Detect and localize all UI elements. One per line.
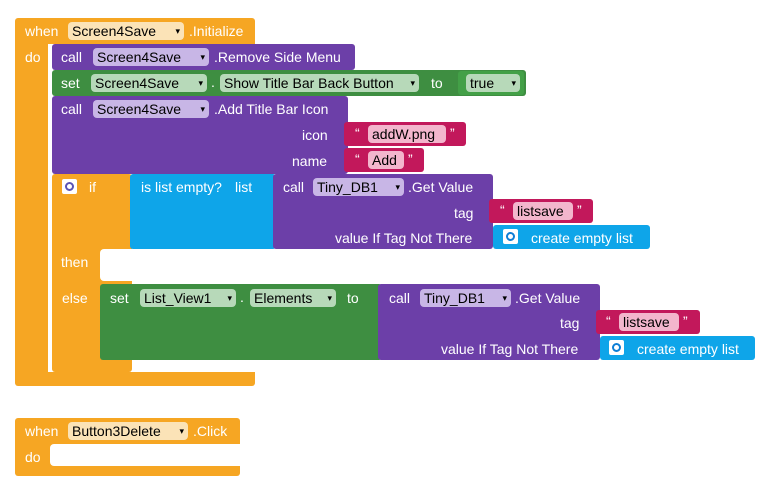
- text-value-name[interactable]: Add: [368, 151, 404, 169]
- property-name: Show Title Bar Back Button: [224, 75, 394, 91]
- text-value: addW.png: [372, 126, 436, 142]
- component-dropdown-screen[interactable]: Screen4Save ▾: [68, 22, 184, 40]
- component-dropdown-tinydb[interactable]: Tiny_DB1 ▾: [420, 289, 511, 307]
- is-list-empty-block[interactable]: [130, 174, 276, 249]
- chevron-down-icon: ▾: [327, 293, 332, 303]
- text-value-icon[interactable]: addW.png: [368, 125, 446, 143]
- event-do-label: do: [25, 449, 41, 465]
- tag-param-label: tag: [560, 315, 580, 331]
- event-when-label: when: [25, 23, 59, 39]
- event-do-label: do: [25, 49, 41, 65]
- property-dropdown[interactable]: Elements ▾: [250, 289, 336, 307]
- call-label: call: [283, 179, 305, 195]
- event-name-label: .Initialize: [189, 23, 244, 39]
- set-label: set: [110, 290, 129, 306]
- call-label: call: [389, 290, 411, 306]
- event-name-label: .Click: [193, 423, 228, 439]
- call-label: call: [61, 49, 83, 65]
- component-dropdown-screen[interactable]: Screen4Save ▾: [93, 100, 209, 118]
- method-name-label: .Add Title Bar Icon: [214, 101, 329, 117]
- open-quote-icon: “: [606, 313, 611, 329]
- close-quote-icon: ”: [450, 125, 455, 141]
- component-name: Tiny_DB1: [317, 179, 378, 195]
- component-dropdown-tinydb[interactable]: Tiny_DB1 ▾: [313, 178, 404, 196]
- name-param-label: name: [292, 153, 328, 169]
- set-label: set: [61, 75, 80, 91]
- chevron-down-icon: ▾: [410, 78, 415, 88]
- method-name-label: .Remove Side Menu: [214, 49, 341, 65]
- component-dropdown-button[interactable]: Button3Delete ▾: [68, 422, 188, 440]
- default-param-label: value If Tag Not There: [441, 341, 579, 357]
- close-quote-icon: ”: [577, 202, 582, 218]
- text-value: listsave: [517, 203, 564, 219]
- property-dropdown[interactable]: Show Title Bar Back Button ▾: [220, 74, 419, 92]
- close-quote-icon: ”: [408, 151, 413, 167]
- close-quote-icon: ”: [683, 313, 688, 329]
- open-quote-icon: “: [355, 151, 360, 167]
- else-label: else: [62, 290, 88, 306]
- open-quote-icon: “: [355, 125, 360, 141]
- chevron-down-icon: ▾: [511, 78, 516, 88]
- to-label: to: [347, 290, 359, 306]
- component-name: Button3Delete: [72, 423, 161, 439]
- dot-separator: .: [211, 74, 215, 90]
- chevron-down-icon: ▾: [200, 52, 205, 62]
- is-list-empty-label: is list empty?: [141, 179, 222, 195]
- create-empty-list-block[interactable]: [600, 336, 755, 360]
- chevron-down-icon: ▾: [175, 26, 180, 36]
- property-name: Elements: [254, 290, 313, 306]
- method-name-label: .Get Value: [408, 179, 474, 195]
- chevron-down-icon: ▾: [502, 293, 507, 303]
- open-quote-icon: “: [500, 202, 505, 218]
- mutator-gear-icon[interactable]: [609, 340, 624, 355]
- chevron-down-icon: ▾: [227, 293, 232, 303]
- chevron-down-icon: ▾: [200, 104, 205, 114]
- to-label: to: [431, 75, 443, 91]
- mutator-gear-icon[interactable]: [503, 229, 518, 244]
- component-dropdown-screen[interactable]: Screen4Save ▾: [91, 74, 207, 92]
- tag-param-label: tag: [454, 205, 474, 221]
- component-name: Screen4Save: [97, 49, 182, 65]
- text-value-tag[interactable]: listsave: [513, 202, 573, 220]
- text-value: listsave: [623, 314, 670, 330]
- default-param-label: value If Tag Not There: [335, 230, 473, 246]
- boolean-dropdown[interactable]: true ▾: [466, 74, 520, 92]
- call-label: call: [61, 101, 83, 117]
- component-name: Screen4Save: [72, 23, 157, 39]
- chevron-down-icon: ▾: [198, 78, 203, 88]
- text-value: Add: [372, 152, 397, 168]
- dot-separator: .: [240, 289, 244, 305]
- chevron-down-icon: ▾: [395, 182, 400, 192]
- then-slot: [100, 249, 132, 281]
- create-empty-list-label: create empty list: [637, 341, 739, 357]
- create-empty-list-block[interactable]: [493, 225, 650, 249]
- component-name: List_View1: [144, 290, 212, 306]
- event-when-label: when: [25, 423, 59, 439]
- component-dropdown-listview[interactable]: List_View1 ▾: [140, 289, 236, 307]
- chevron-down-icon: ▾: [179, 426, 184, 436]
- component-name: Tiny_DB1: [424, 290, 485, 306]
- text-value-tag[interactable]: listsave: [619, 313, 679, 331]
- event-do-slot: [50, 444, 240, 466]
- boolean-value: true: [470, 75, 495, 91]
- component-name: Screen4Save: [95, 75, 180, 91]
- if-label: if: [89, 179, 96, 195]
- component-dropdown-screen[interactable]: Screen4Save ▾: [93, 48, 209, 66]
- mutator-gear-icon[interactable]: [62, 179, 77, 194]
- component-name: Screen4Save: [97, 101, 182, 117]
- list-param-label: list: [235, 179, 253, 195]
- then-label: then: [61, 254, 89, 270]
- method-name-label: .Get Value: [515, 290, 581, 306]
- create-empty-list-label: create empty list: [531, 230, 633, 246]
- icon-param-label: icon: [302, 127, 328, 143]
